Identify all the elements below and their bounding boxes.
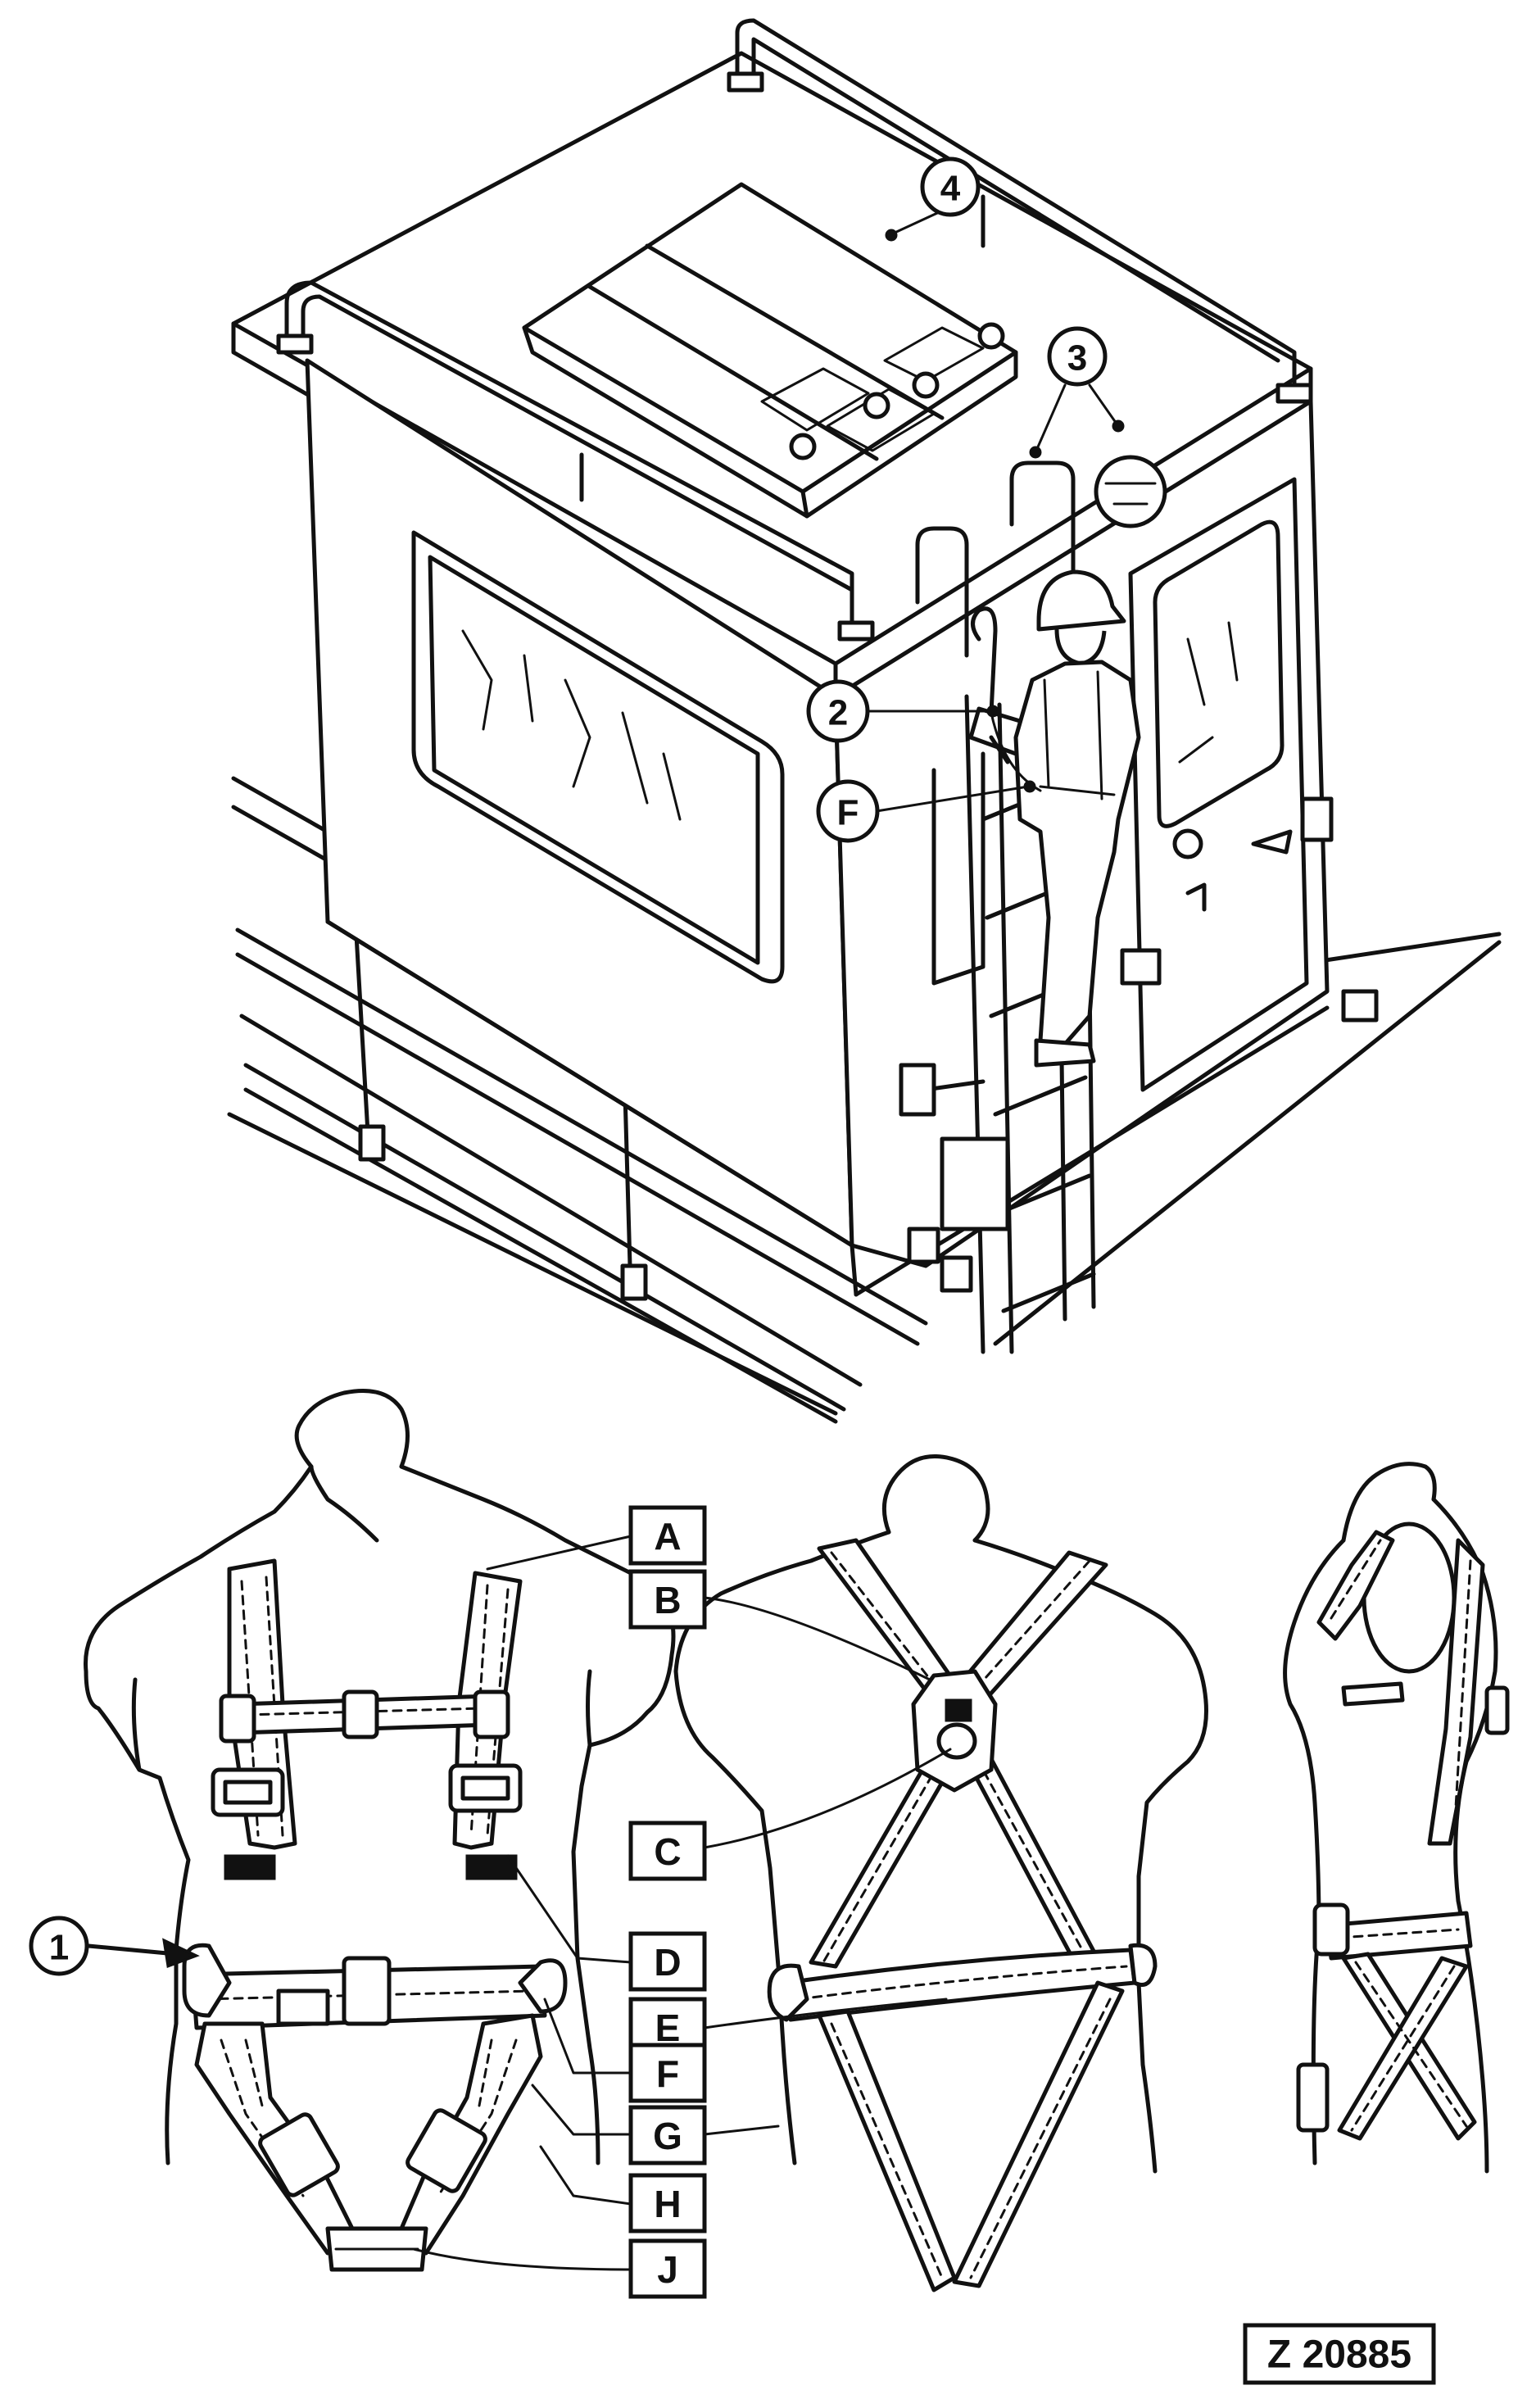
leader-3a-dot: [1029, 446, 1042, 459]
label-box-A: A: [628, 1505, 707, 1566]
label-E: E: [655, 2007, 681, 2049]
label-D: D: [654, 1941, 681, 1984]
callout-2-label: 2: [828, 693, 848, 733]
callout-3: 3: [1047, 326, 1108, 387]
label-F: F: [656, 2052, 679, 2095]
leader-F-top: [875, 785, 1030, 813]
leader-C: [703, 1748, 952, 1849]
label-box-C: C: [628, 1821, 707, 1881]
label-G: G: [653, 2115, 682, 2157]
callout-F-top: F: [816, 779, 880, 843]
leader-E: [703, 1998, 948, 2029]
label-A: A: [654, 1515, 681, 1558]
leader-2-dot: [986, 705, 999, 718]
harness-front: [84, 1389, 676, 2272]
callout-3-label: 3: [1067, 338, 1087, 379]
label-J: J: [657, 2248, 678, 2291]
leader-F: [543, 1998, 632, 2075]
label-box-H: H: [628, 2173, 707, 2233]
label-box-J: J: [628, 2238, 707, 2299]
leader-3b: [1088, 383, 1120, 428]
figure-code: Z 20885: [1243, 2323, 1436, 2385]
harness-back: [673, 1454, 1208, 2292]
harness-side: [1283, 1462, 1510, 2174]
label-box-G: G: [628, 2105, 707, 2165]
label-C: C: [654, 1830, 681, 1873]
callout-1: 1: [29, 1916, 200, 1976]
callout-4-label: 4: [940, 169, 961, 209]
label-box-D: D: [628, 1931, 707, 1992]
leader-4-dot: [885, 229, 898, 242]
leader-G-right: [703, 2125, 780, 2136]
label-box-B: B: [628, 1569, 707, 1630]
label-B: B: [654, 1579, 681, 1621]
callout-2: 2: [806, 679, 870, 743]
leader-G-left: [531, 2084, 632, 2136]
leader-D: [506, 1854, 632, 1964]
figure-code-label: Z 20885: [1267, 2333, 1411, 2377]
callout-1-label: 1: [49, 1928, 69, 1968]
arrow-head: [162, 1938, 200, 1969]
leader-J: [412, 2247, 632, 2271]
leader-F-top-dot: [1023, 780, 1036, 793]
leader-H: [539, 2145, 632, 2206]
label-H: H: [654, 2183, 681, 2225]
leader-3a: [1035, 383, 1067, 452]
label-box-F: F: [628, 2043, 707, 2103]
leader-3b-dot: [1112, 419, 1125, 433]
leader-A: [486, 1535, 632, 1571]
leader-B: [703, 1596, 931, 1681]
callout-4: 4: [920, 156, 981, 217]
cab-illustration: [227, 18, 1502, 1424]
callout-F-top-label: F: [837, 793, 859, 833]
worker-figure: [968, 569, 1141, 1068]
